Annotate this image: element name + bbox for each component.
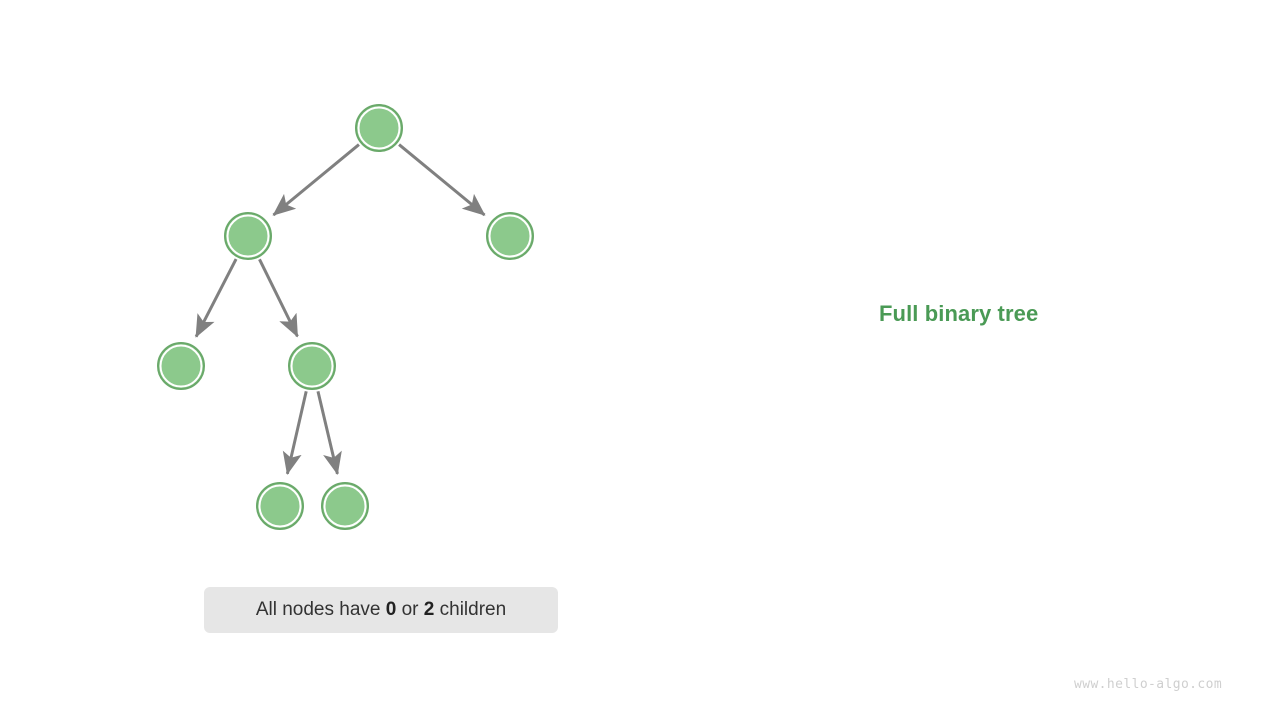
- tree-node[interactable]: [256, 482, 304, 530]
- tree-node-gap: [258, 484, 302, 528]
- tree-node[interactable]: [486, 212, 534, 260]
- tree-node-body: [491, 217, 529, 255]
- caption-bold-two: 2: [423, 599, 435, 620]
- tree-node-body: [261, 487, 299, 525]
- figure-title: Full binary tree: [879, 301, 1039, 326]
- tree-node-body: [293, 347, 331, 385]
- caption-box: All nodes have 0 or 2 children: [204, 587, 558, 633]
- tree-node-body: [360, 109, 398, 147]
- caption-text: All nodes have 0 or 2 children: [256, 599, 506, 621]
- tree-node-gap: [488, 214, 532, 258]
- tree-edge: [194, 258, 238, 338]
- edge-layer: [194, 143, 486, 476]
- caption-prefix: All nodes have: [255, 599, 386, 620]
- tree-edge: [316, 390, 342, 476]
- tree-edge: [258, 258, 299, 338]
- tree-node-gap: [357, 106, 401, 150]
- tree-edge: [282, 391, 308, 475]
- caption-suffix: children: [434, 599, 507, 620]
- node-layer: [157, 104, 534, 530]
- tree-node[interactable]: [355, 104, 403, 152]
- tree-node-body: [229, 217, 267, 255]
- tree-node-gap: [159, 344, 203, 388]
- watermark: www.hello-algo.com: [1074, 677, 1223, 692]
- tree-node-body: [326, 487, 364, 525]
- tree-node[interactable]: [288, 342, 336, 390]
- tree-node-gap: [290, 344, 334, 388]
- tree-node[interactable]: [157, 342, 205, 390]
- tree-edge: [398, 143, 486, 217]
- caption-middle: or: [396, 599, 424, 620]
- tree-node-gap: [323, 484, 367, 528]
- tree-node[interactable]: [321, 482, 369, 530]
- tree-node[interactable]: [224, 212, 272, 260]
- tree-node-body: [162, 347, 200, 385]
- tree-edge: [272, 143, 360, 217]
- tree-node-gap: [226, 214, 270, 258]
- caption-bold-zero: 0: [385, 599, 397, 620]
